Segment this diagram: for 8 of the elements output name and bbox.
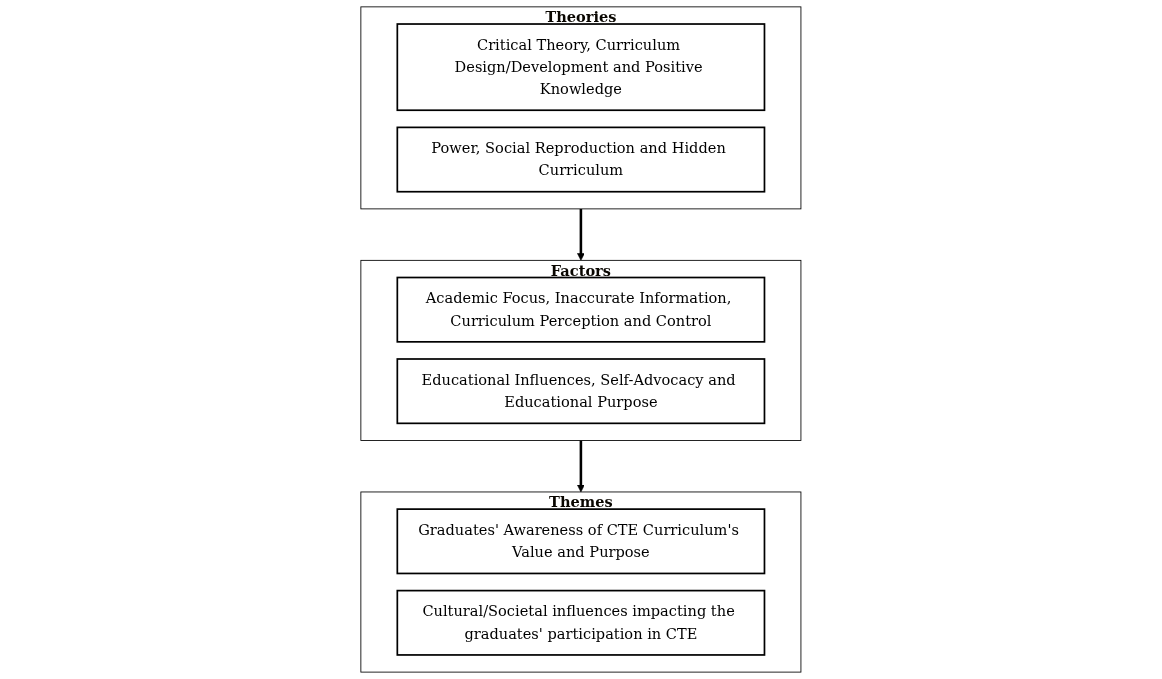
arrow: [577, 440, 585, 493]
node-box: Educational Influences, Self-Advocacy and Educational Purpose: [396, 358, 766, 425]
node-box: Graduates' Awareness of CTE Curriculum's Value and Purpose: [396, 508, 766, 575]
node-box: Academic Focus, Inaccurate Information, Curriculum Perception and Control: [396, 276, 766, 343]
node-box: Power, Social Reproduction and Hidden Curriculum: [396, 126, 766, 193]
node-box: Critical Theory, Curriculum Design/Development and Positive Knowledge: [396, 23, 766, 112]
arrow: [577, 208, 585, 261]
node-box: Cultural/Societal influences impacting the graduates' participation in CTE: [396, 589, 766, 656]
